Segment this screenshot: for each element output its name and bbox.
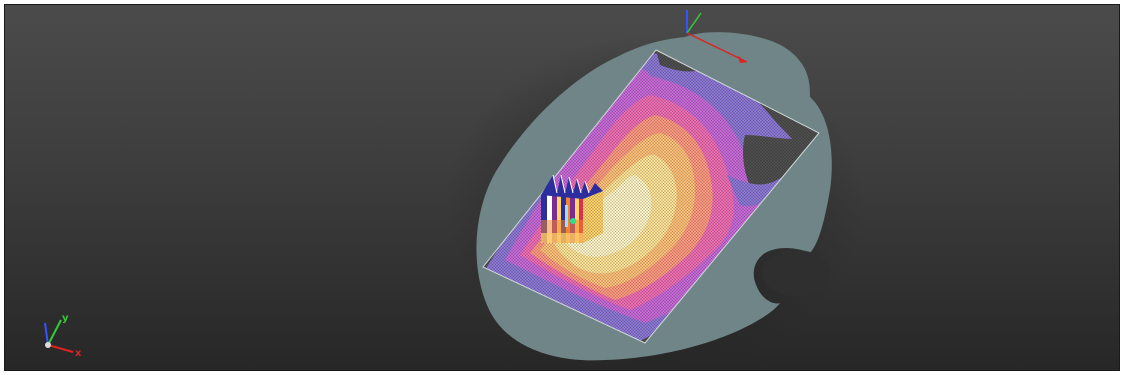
origin-y-axis (686, 12, 702, 34)
orientation-triad: x y (44, 313, 82, 359)
3d-viewport[interactable]: x y (4, 4, 1120, 371)
origin-gizmo[interactable] (686, 10, 748, 63)
heat-sink-component[interactable] (541, 174, 603, 243)
triad-z-axis (44, 322, 49, 346)
grid-panel-outline (482, 49, 820, 344)
origin-x-axis (686, 32, 748, 63)
triad-x-axis (47, 344, 74, 353)
scene-canvas[interactable]: x y (5, 5, 1120, 371)
plate-notch (762, 250, 830, 296)
triad-y-axis (47, 319, 62, 346)
triad-y-label: y (62, 313, 69, 324)
triad-x-label: x (75, 348, 82, 359)
